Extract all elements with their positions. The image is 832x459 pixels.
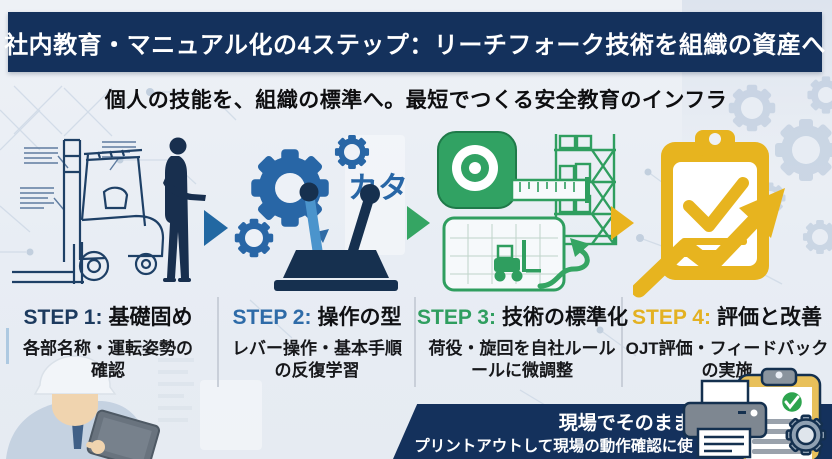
worker-with-tablet-illustration <box>6 355 161 459</box>
title-banner: 社内教育・マニュアル化の4ステップ：リーチフォーク技術を組織の資産へ <box>4 12 825 72</box>
step-1-block: STEP 1:基礎固め 各部名称・運転姿勢の 確認 <box>3 301 213 383</box>
forklift-line-art <box>12 138 165 284</box>
step-3-title: STEP 3:技術の標準化 <box>417 306 628 329</box>
gear-icon <box>785 414 827 456</box>
footer-line-2: プリントアウトして現場の動作確認に使用！ <box>414 438 693 455</box>
step-3-label: STEP 3: <box>417 306 496 329</box>
trainer-silhouette <box>163 137 206 282</box>
blueprint-icon <box>442 216 566 292</box>
step-arrow-icon <box>407 206 430 240</box>
page-title: 社内教育・マニュアル化の4ステップ：リーチフォーク技術を組織の資産へ <box>4 31 826 59</box>
part-label-lines <box>20 141 136 211</box>
step-2-description: レバー操作・基本手順 の反復学習 <box>232 339 402 381</box>
step-4-label: STEP 4: <box>632 306 711 329</box>
step-arrow-icon <box>204 210 228 246</box>
step-2-title: STEP 2:操作の型 <box>232 306 402 329</box>
tape-measure-rack-blueprint-illustration <box>437 131 618 292</box>
column-divider <box>621 297 623 387</box>
step-3-description: 荷役・旋回を自社ルール ールに微調整 <box>428 339 616 381</box>
tape-measure-icon <box>437 131 590 209</box>
column-divider <box>414 297 416 387</box>
step-4-title: STEP 4:評価と改善 <box>632 306 822 329</box>
step-4-block: STEP 4:評価と改善 OJT評価・フィードバック の実施 <box>622 301 832 383</box>
swing-arrowhead <box>570 238 590 257</box>
gears-and-levers-illustration: カタ <box>234 134 408 291</box>
step-4-description: OJT評価・フィードバック の実施 <box>625 339 829 381</box>
printer-icon <box>682 379 768 459</box>
step-1-description: 各部名称・運転姿勢の 確認 <box>23 339 193 381</box>
step-3-block: STEP 3:技術の標準化 荷役・旋回を自社ルール ールに微調整 <box>417 301 628 383</box>
forklift-and-trainer-illustration <box>12 137 206 284</box>
control-levers-icon <box>274 182 398 291</box>
step-2-label: STEP 2: <box>232 306 312 329</box>
clipboard-growth-arrow-illustration <box>633 130 785 298</box>
step-1-label: STEP 1: <box>23 306 103 329</box>
column-divider <box>217 297 219 387</box>
step-1-title: STEP 1:基礎固め <box>23 306 193 329</box>
page-subtitle: 個人の技能を、組織の標準へ。最短でつくる安全教育のインフラ <box>104 89 728 112</box>
swing-path-arrow-icon <box>537 247 590 289</box>
forklift-glyph <box>494 240 541 282</box>
footer-icon-cluster <box>682 367 827 459</box>
step-arrow-icon <box>611 206 634 240</box>
growth-arrow-icon <box>633 188 785 298</box>
step-2-block: STEP 2:操作の型 レバー操作・基本手順 の反復学習 <box>212 301 422 383</box>
